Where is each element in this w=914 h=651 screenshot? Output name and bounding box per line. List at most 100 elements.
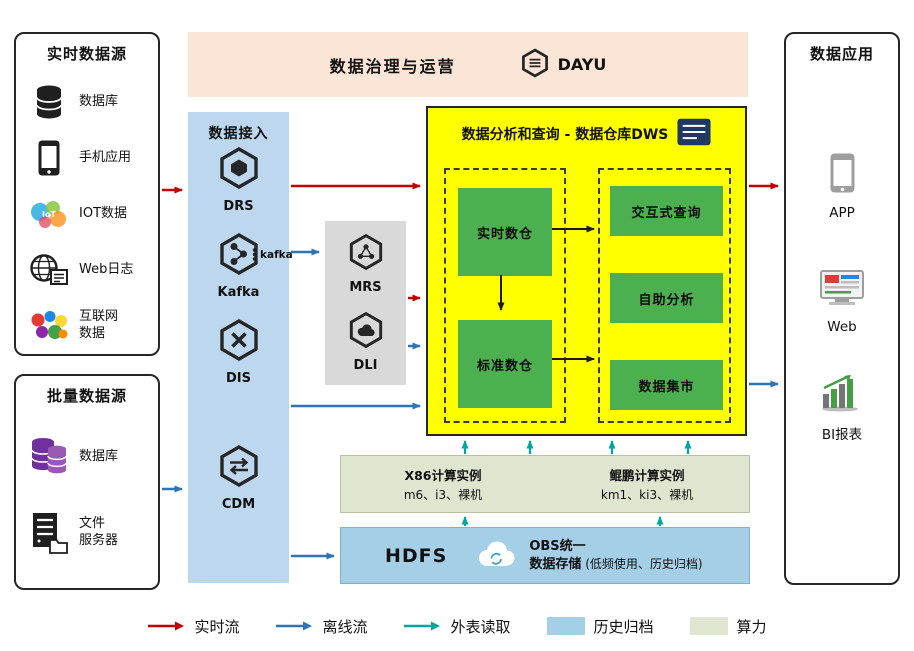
service-kafka: kafka Kafka [188,232,293,300]
source-label: IOT数据 [79,205,128,221]
governance-banner: 数据治理与运营 DAYU [188,32,748,97]
kafka-icon [217,232,261,280]
svg-text:IoT: IoT [42,210,56,219]
governance-title: 数据治理与运营 [329,56,456,76]
applications-panel: 数据应用 APP Web BI报表 [784,32,900,585]
x86-compute: X86计算实例 m6、i3、裸机 [341,456,545,512]
legend: 实时流 离线流 外表读取 历史归档 算力 [0,608,914,644]
list-item: Web日志 [16,245,158,295]
dws-doc-icon [677,118,711,150]
database-icon [27,84,71,120]
x86-title: X86计算实例 [404,468,482,483]
legend-compute: 算力 [689,616,767,637]
greenbox-label: 数据集市 [638,379,695,395]
app-phone-icon [829,152,856,198]
source-label: Web日志 [79,261,134,277]
service-label: DRS [223,199,254,214]
legend-archive: 历史归档 [546,616,654,637]
obs-line1: OBS统一 [529,538,586,554]
compute-swatch [689,617,728,635]
realtime-warehouse-box: 实时数仓 [458,188,552,276]
drs-icon [217,146,261,194]
batch-sources-panel: 批量数据源 数据库 文件 服务器 [14,374,160,590]
source-label: 数据库 [79,93,119,109]
mrs-icon [347,233,385,275]
obs-note: (低频使用、历史归档) [585,556,703,571]
realtime-sources-list: 数据库 手机应用 IoT IOT数据 Web日志 [16,64,158,351]
app-label: BI报表 [821,427,863,443]
storage-box: HDFS OBS统一 数据存储 (低频使用、历史归档) [340,527,750,584]
internet-data-icon [27,310,71,342]
dayu-brand: DAYU [520,47,607,82]
obs-cloud-icon [473,538,519,574]
interactive-query-box: 交互式查询 [610,186,723,236]
list-item: IoT IOT数据 [16,189,158,239]
kunpeng-compute: 鲲鹏计算实例 km1、ki3、裸机 [545,456,749,512]
obs-text: OBS统一 数据存储 (低频使用、历史归档) [529,538,702,573]
hdfs-label: HDFS [385,544,448,567]
kafka-wordmark: kafka [251,248,293,261]
legend-label: 历史归档 [593,617,654,636]
obs-line2: 数据存储 [529,556,582,572]
red-arrow-icon [148,621,185,631]
batch-sources-list: 数据库 文件 服务器 [16,406,158,565]
kunpeng-title: 鲲鹏计算实例 [609,468,685,483]
greenbox-label: 实时数仓 [476,226,533,242]
data-mart-box: 数据集市 [610,360,723,410]
dli-icon [347,311,385,353]
source-label: 文件 服务器 [79,516,119,548]
list-item: 互联网 数据 [16,301,158,351]
dws-title: 数据分析和查询 - 数据仓库DWS [461,127,669,143]
service-label: MRS [349,280,382,295]
greenbox-label: 交互式查询 [631,205,702,221]
batch-sources-title: 批量数据源 [46,387,127,405]
list-item: 数据库 [16,77,158,127]
file-server-icon [27,512,71,554]
compute-instances-box: X86计算实例 m6、i3、裸机 鲲鹏计算实例 km1、ki3、裸机 [340,455,750,513]
analytics-group: 交互式查询 自助分析 数据集市 [598,168,731,423]
realtime-sources-panel: 实时数据源 数据库 手机应用 IoT IOT数据 [14,32,160,356]
legend-label: 实时流 [194,617,240,636]
legend-offline: 离线流 [275,616,367,637]
web-monitor-icon [819,270,865,312]
service-dis: DIS [188,318,289,386]
service-mrs: MRS [325,233,406,295]
bi-chart-icon [820,372,864,416]
processing-box: MRS DLI [325,221,406,385]
kunpeng-detail: km1、ki3、裸机 [600,488,694,502]
iot-icon: IoT [27,199,71,229]
greenbox-label: 自助分析 [638,292,695,308]
app-label: Web [827,319,857,335]
teal-arrow-icon [404,621,441,631]
blue-arrow-icon [276,621,313,631]
service-drs: DRS [188,146,289,214]
cdm-icon [217,444,261,492]
dis-icon [217,318,261,366]
app-item-app: APP [786,152,898,221]
ingestion-column: 数据接入 DRS kafka Kafka DIS [188,112,293,583]
legend-realtime: 实时流 [147,616,239,637]
app-item-web: Web [786,270,898,335]
service-label: DIS [226,371,251,386]
greenbox-label: 标准数仓 [476,358,533,374]
applications-title: 数据应用 [809,45,874,63]
archive-swatch [546,617,585,635]
x86-detail: m6、i3、裸机 [403,488,483,502]
list-item: 手机应用 [16,133,158,183]
phone-icon [27,139,71,177]
kafka-glyph-icon [252,248,257,261]
service-label: Kafka [217,285,260,300]
dws-panel: 数据分析和查询 - 数据仓库DWS 实时数仓 标准数仓 交互式查询 自助分析 数… [426,106,747,436]
service-cdm: CDM [188,444,289,512]
dayu-brand-label: DAYU [557,55,607,74]
realtime-sources-title: 实时数据源 [46,45,127,63]
web-log-icon [27,253,71,287]
source-label: 互联网 数据 [79,309,119,341]
standard-warehouse-box: 标准数仓 [458,320,552,408]
source-label: 手机应用 [79,149,132,165]
source-label: 数据库 [79,448,119,464]
database-cluster-icon [27,436,71,478]
app-item-bi: BI报表 [786,372,898,443]
list-item: 数据库 [16,425,158,489]
